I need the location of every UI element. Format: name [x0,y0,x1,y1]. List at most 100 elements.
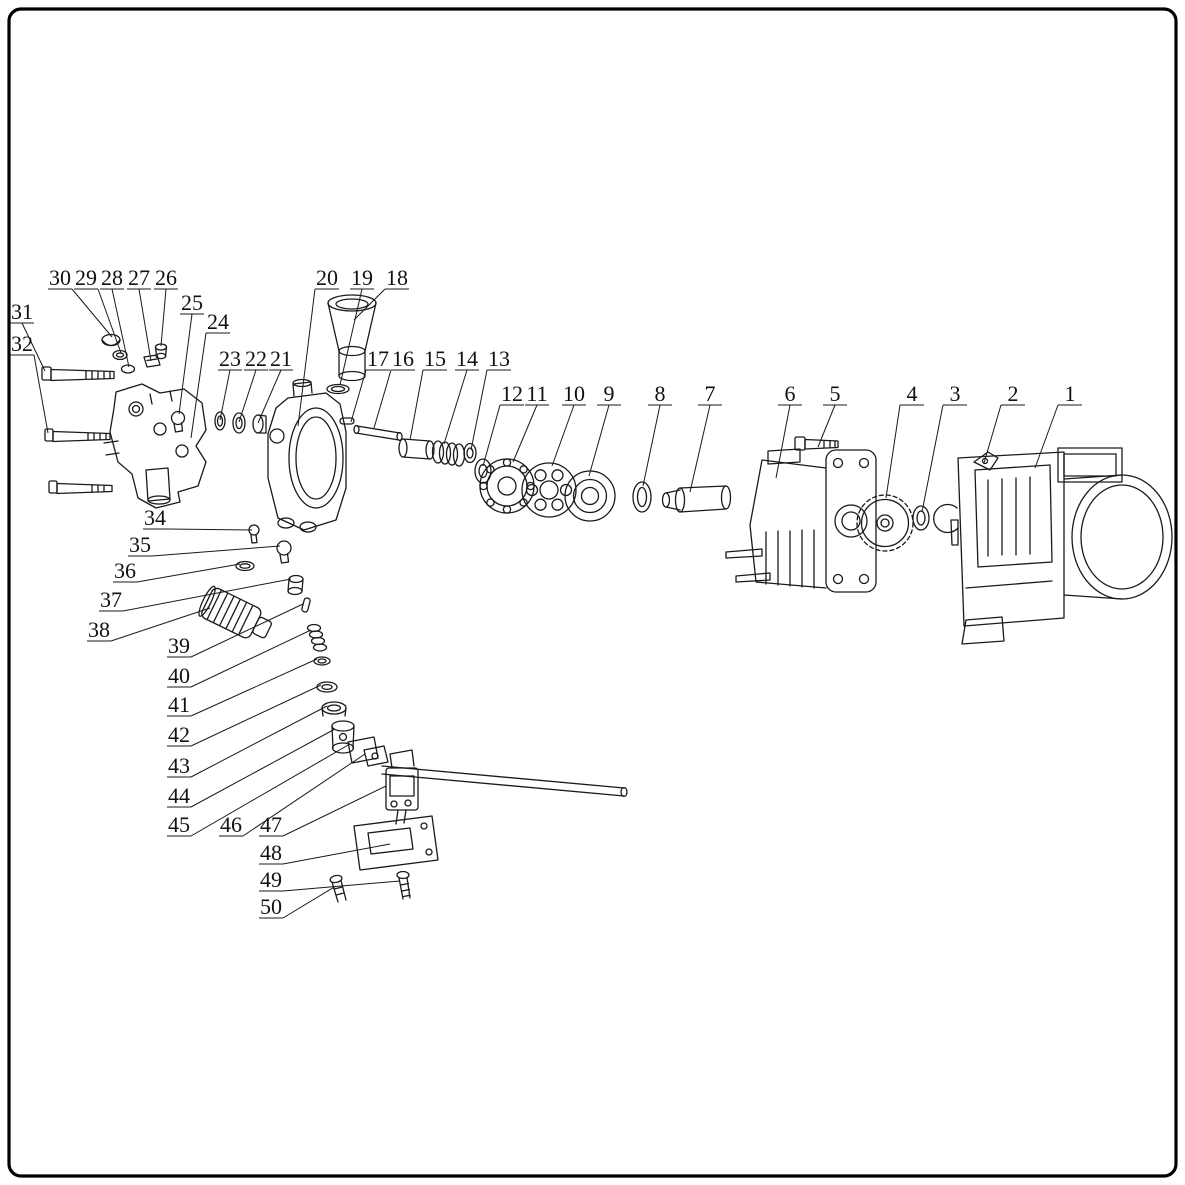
part-label-8: 8 [655,381,666,406]
part-label-19: 19 [351,265,373,290]
part-label-2: 2 [1008,381,1019,406]
leader-line-11 [512,404,538,463]
part-17-pin [339,417,355,425]
part-label-32: 32 [11,331,33,356]
part-18-inlet-funnel [327,294,377,382]
part-29-washer [112,349,128,361]
leader-line-39 [190,603,304,658]
part-47-switch-block [385,749,419,825]
part-label-7: 7 [705,381,716,406]
leader-line-13 [470,369,488,451]
part-35-ball-fitting [276,540,292,564]
leader-line-31 [21,322,46,372]
part-16-rod [353,424,403,442]
part-label-38: 38 [88,617,110,642]
part-22-washer [232,412,246,434]
leader-line-32 [33,354,49,434]
leader-line-7 [689,404,711,493]
leader-line-1 [1034,404,1059,469]
leader-line-37 [122,578,292,612]
leader-line-29 [97,288,122,354]
part-14-spring [431,440,466,467]
leader-line-9 [588,404,610,477]
leader-line-23 [219,369,231,421]
leader-line-50 [282,885,337,919]
part-31-bolt [41,366,115,382]
part-label-23: 23 [219,346,241,371]
part-36-o-ring [235,560,255,572]
part-42-o-ring [316,681,338,693]
part-25-valve-fitting [170,410,186,433]
part-11-bearing-cage [479,458,535,514]
part-23-washer [214,411,226,431]
leader-line-42 [190,684,322,747]
part-label-3: 3 [950,381,961,406]
leader-line-17 [350,369,367,423]
parts-drawing [41,294,1173,903]
part-38-hose-connector [198,585,272,639]
part-label-45: 45 [168,812,190,837]
border-frame [7,7,1178,1178]
leader-line-22 [238,369,257,423]
part-label-24: 24 [207,309,229,334]
leader-line-2 [983,404,1002,464]
part-13-washer [463,442,477,464]
leader-line-21 [257,369,282,424]
part-label-4: 4 [907,381,918,406]
part-7-piston [661,485,732,513]
leader-line-41 [190,658,318,717]
leader-line-8 [642,404,661,487]
leader-line-38 [110,607,211,642]
part-label-41: 41 [168,692,190,717]
part-6-crankcase [725,448,877,593]
part-label-50: 50 [260,894,282,919]
part-50-screw [329,874,347,903]
part-30-cap [101,333,121,347]
part-5-bolt [794,436,839,451]
part-label-34: 34 [144,505,166,530]
part-label-46: 46 [220,812,242,837]
part-label-37: 37 [100,587,122,612]
part-34-valve [248,524,260,544]
part-49-screw [396,870,411,900]
part-32-bolts [44,428,113,495]
part-label-29: 29 [75,265,97,290]
leader-line-15 [409,369,424,441]
part-43-valve-seat [321,701,347,717]
long-rod [381,765,628,798]
part-46-lever [363,745,389,767]
part-label-42: 42 [168,722,190,747]
part-label-49: 49 [260,867,282,892]
part-label-16: 16 [392,346,414,371]
part-20-pump-head [267,378,347,533]
part-28-washer [120,364,136,374]
part-label-21: 21 [270,346,292,371]
leader-line-45 [190,743,351,837]
part-label-20: 20 [316,265,338,290]
part-19-o-ring [326,383,350,395]
part-21-plunger [252,414,267,434]
leader-line-27 [138,288,152,362]
leader-line-47 [282,785,387,837]
part-label-43: 43 [168,753,190,778]
part-15-piston [398,438,435,460]
part-8-ring [632,481,652,513]
part-1-motor [950,447,1173,645]
leader-line-48 [282,843,391,865]
leader-line-10 [551,404,575,467]
leader-line-30 [71,288,113,338]
leader-line-25 [178,313,193,415]
part-label-22: 22 [245,346,267,371]
leader-line-20 [297,288,316,427]
part-label-39: 39 [168,633,190,658]
part-label-10: 10 [563,381,585,406]
part-label-48: 48 [260,840,282,865]
leader-line-26 [160,288,167,347]
part-44-valve-body [331,720,355,754]
part-label-1: 1 [1065,381,1076,406]
leader-line-6 [775,404,791,479]
leader-line-43 [190,705,328,778]
leader-line-46 [242,753,366,837]
part-label-31: 31 [11,299,33,324]
part-3-washer [912,503,959,534]
